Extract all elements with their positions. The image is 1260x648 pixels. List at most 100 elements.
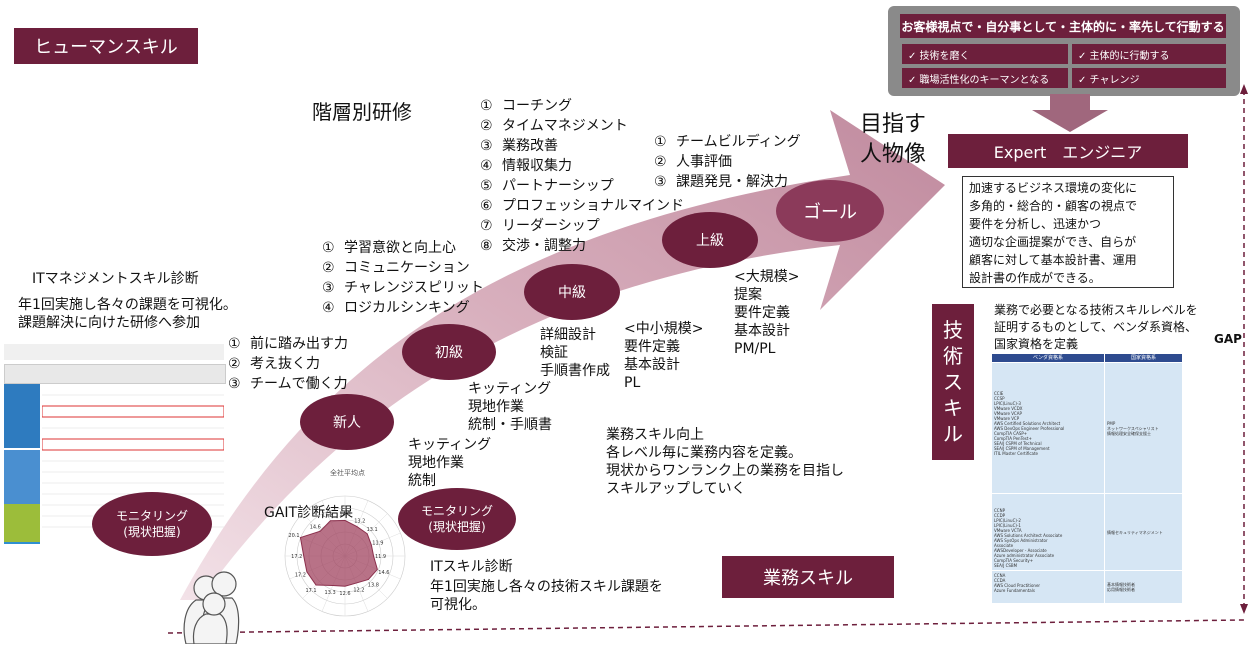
task-line: 現地作業 xyxy=(468,399,524,415)
text-line: 設計書の作成ができる。 xyxy=(969,271,1101,285)
cert-item: AWS Cloud Practitioner xyxy=(994,583,1041,588)
list-item-text: タイムマネジメント xyxy=(502,118,628,134)
radar-value-label: 14.6 xyxy=(310,524,321,530)
cert-item: LPIC(LinuC)-3 xyxy=(994,401,1021,406)
human-skill-tag: ヒューマンスキル xyxy=(14,28,198,64)
text-line: スキルアップしていく xyxy=(606,481,746,497)
cert-item: 基本情報技術者 xyxy=(1107,582,1135,587)
cert-item: AWS Solutions Architect Associate xyxy=(994,533,1063,538)
cert-item: AWS Certified Solutions Architect xyxy=(994,421,1061,426)
tech-skill-tag: 技術スキル xyxy=(932,304,974,460)
radar-value-label: 14.6 xyxy=(378,570,389,576)
goal-person: 目指す人物像 xyxy=(860,110,926,170)
training-title: 階層別研修 xyxy=(312,100,412,124)
cert-item: SEA/J CSPM of Technical xyxy=(994,441,1042,446)
task-line: 統制 xyxy=(408,473,436,489)
it-skill-title: ITスキル診断 xyxy=(430,559,513,575)
banner-item-3: ✓ 職場活性化のキーマンとなる xyxy=(902,68,1068,88)
cert-item: 情報処理安全確保支援士 xyxy=(1107,430,1151,436)
text-line: 適切な企画提案ができ、自らが xyxy=(969,235,1137,249)
tech-desc: 業務で必要となる技術スキルレベルを証明するものとして、ベンダ系資格、国家資格を定… xyxy=(994,302,1198,353)
list-item-number: ② xyxy=(654,154,667,170)
tasks-junior: キッティング現地作業統制・手順書 xyxy=(468,380,552,434)
cert-item: Azure administrator Associate xyxy=(994,553,1055,558)
task-line: 手順書作成 xyxy=(540,363,610,379)
expert-desc: 加速するビジネス環境の変化に多角的・総合的・顧客の視点で要件を分析し、迅速かつ適… xyxy=(962,176,1174,288)
radar-value-label: 20.1 xyxy=(288,533,299,539)
monitoring-right: モニタリング(現状把握) xyxy=(398,488,516,550)
cert-item: 情報セキュリティマネジメント xyxy=(1107,529,1163,535)
task-line: 基本設計 xyxy=(734,323,790,339)
cert-item: AWSDeveloper - Associate xyxy=(994,548,1047,553)
itm-title: ITマネジメントスキル診断 xyxy=(32,271,199,287)
radar-value-label: 13.1 xyxy=(367,527,378,533)
business-skill-tag: 業務スキル xyxy=(722,556,894,598)
task-line: PM/PL xyxy=(734,341,776,357)
list-item-number: ⑥ xyxy=(480,198,493,214)
list-item-text: 課題発見・解決力 xyxy=(676,174,788,190)
stage-mid: 中級 xyxy=(524,264,620,320)
itm-desc: 年1回実施し各々の課題を可視化。課題解決に向けた研修へ参加 xyxy=(18,296,237,332)
gait-title: GAIT診断結果 xyxy=(264,505,354,521)
list-item-text: コーチング xyxy=(502,98,572,114)
text-line: 顧客に対して基本設計書、運用 xyxy=(969,253,1137,267)
cert-item: CompTIA PenTest+ xyxy=(994,436,1032,441)
cert-item: CompTIA Security+ xyxy=(994,558,1034,563)
list-item-text: 業務改善 xyxy=(502,138,558,154)
task-line: 提案 xyxy=(734,287,762,303)
text-line: 要件を分析し、迅速かつ xyxy=(969,217,1102,231)
list-item-number: ④ xyxy=(480,158,493,174)
gap-label: GAP xyxy=(1214,332,1242,346)
people-icon xyxy=(183,571,240,644)
cert-item: AWS SysOps Administrator xyxy=(994,538,1048,543)
list-item-number: ⑦ xyxy=(480,218,493,234)
cert-item: CCDP xyxy=(994,513,1006,518)
list-item-text: パートナーシップ xyxy=(502,178,614,194)
list-item-text: 学習意欲と向上心 xyxy=(344,240,456,256)
text-line: 現状からワンランク上の業務を目指し xyxy=(606,463,844,479)
cert-item: CCNA xyxy=(994,573,1006,578)
text-line: 業務で必要となる技術スキルレベルを xyxy=(994,303,1198,317)
task-line: 基本設計 xyxy=(624,357,680,373)
banner-item-2: ✓ 主体的に行動する xyxy=(1072,44,1226,64)
list-item-number: ③ xyxy=(480,138,493,154)
list-item-text: 前に踏み出す力 xyxy=(250,336,348,352)
cert-item: ネットワークスペシャリスト xyxy=(1107,425,1159,431)
gait-radar-chart: 14.813.213.111.911.914.613.812.212.613.3… xyxy=(284,495,406,617)
task-line: 現地作業 xyxy=(408,455,464,471)
list-item-text: チームで働く力 xyxy=(250,376,348,392)
task-line: 詳細設計 xyxy=(540,327,596,343)
task-line: 要件定義 xyxy=(624,339,680,355)
banner-title: お客様視点で・自分事として・主体的に・率先して行動する xyxy=(900,14,1226,38)
list-item-number: ④ xyxy=(322,300,335,316)
list-item-number: ③ xyxy=(228,376,241,392)
radar-value-label: 17.2 xyxy=(291,554,302,560)
cert-item: VMware VCP xyxy=(994,416,1020,421)
list-item-text: チャレンジスピリット xyxy=(344,280,484,296)
list-item-text: 考え抜く力 xyxy=(250,356,320,372)
radar-value-label: 17.1 xyxy=(305,588,316,594)
text-line: 目指す xyxy=(860,112,927,137)
radar-value-label: 17.2 xyxy=(295,572,306,578)
cert-item: Associate xyxy=(994,543,1014,548)
cert-item: 応用情報技術者 xyxy=(1107,587,1135,592)
radar-value-label: 13.2 xyxy=(354,518,365,524)
list-item: ③ 業務改善 xyxy=(480,136,684,156)
task-line: キッティング xyxy=(408,437,492,453)
cert-item: CCNP xyxy=(994,508,1005,513)
